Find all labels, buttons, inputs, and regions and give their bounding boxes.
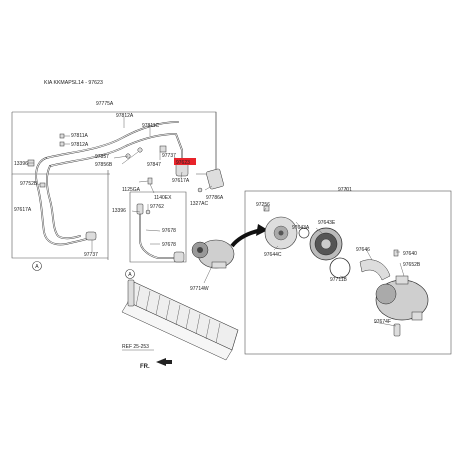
label-97714W: 97714W bbox=[190, 286, 209, 292]
label-97856B: 97856B bbox=[95, 162, 113, 168]
label-97811C: 97811C bbox=[142, 123, 160, 129]
section-marker-a1: A bbox=[32, 261, 42, 271]
ac-hoses bbox=[27, 121, 224, 246]
label-97847: 97847 bbox=[147, 162, 161, 168]
part-label: FR. bbox=[140, 364, 150, 370]
label-97678-b: 97678 bbox=[162, 242, 176, 248]
compressor-small bbox=[191, 224, 268, 269]
label-97643A: 97643A bbox=[292, 225, 310, 231]
label-97623: 97623 bbox=[176, 160, 190, 166]
label-97786A: 97786A bbox=[206, 195, 224, 201]
diagram-title: KIA KKMAPSL14 - 97623 bbox=[44, 80, 103, 86]
part-label: REF 25-253 bbox=[122, 344, 149, 350]
condenser bbox=[121, 279, 239, 361]
label-97643E: 97643E bbox=[318, 220, 336, 226]
label-97644C: 97644C bbox=[264, 252, 282, 258]
label-97857: 97857 bbox=[95, 154, 109, 160]
reference-note: REF 25-253 bbox=[122, 344, 154, 351]
label-97737-top: 97737 bbox=[162, 153, 176, 159]
hose-assembly-frame bbox=[11, 111, 217, 260]
label-97674F: 97674F bbox=[374, 319, 391, 325]
compressor-assembly-frame bbox=[244, 187, 452, 355]
label-1140EX: 1140EX bbox=[154, 195, 172, 201]
label-97617A-mid: 97617A bbox=[172, 178, 190, 184]
label-97762: 97762 bbox=[150, 204, 164, 210]
label-97678-a: 97678 bbox=[162, 228, 176, 234]
receiver-frame bbox=[129, 191, 187, 263]
part-label: A bbox=[35, 264, 39, 270]
label-1327AC: 1327AC bbox=[190, 201, 208, 207]
label-97711B: 97711B bbox=[330, 277, 348, 283]
label-97652B: 97652B bbox=[403, 262, 421, 268]
receiver-drier bbox=[136, 203, 185, 263]
label-97256: 97256 bbox=[256, 202, 270, 208]
leader-lines bbox=[28, 117, 405, 327]
part-label: A bbox=[128, 272, 132, 278]
compressor-exploded bbox=[263, 205, 429, 337]
front-arrow: FR. bbox=[140, 358, 172, 370]
label-97775A: 97775A bbox=[96, 101, 114, 107]
label-97640: 97640 bbox=[403, 251, 417, 257]
section-marker-a2: A bbox=[125, 269, 135, 279]
label-1125GA: 1125GA bbox=[122, 187, 141, 193]
label-97646: 97646 bbox=[356, 247, 370, 253]
label-97812A-left: 97812A bbox=[71, 142, 89, 148]
label-97623-highlight bbox=[174, 158, 196, 165]
label-97701: 97701 bbox=[338, 187, 352, 193]
label-13396-b: 13396 bbox=[112, 208, 126, 214]
label-97737-bottom: 97737 bbox=[84, 252, 98, 258]
label-97617A-left: 97617A bbox=[14, 207, 32, 213]
part-labels: 97775A 97812A 97811C 97811A 97812A 13396… bbox=[14, 101, 421, 325]
label-97752B: 97752B bbox=[20, 181, 38, 187]
label-13396-a: 13396 bbox=[14, 161, 28, 167]
label-97812A-top: 97812A bbox=[116, 113, 134, 119]
label-97811A: 97811A bbox=[71, 133, 89, 139]
